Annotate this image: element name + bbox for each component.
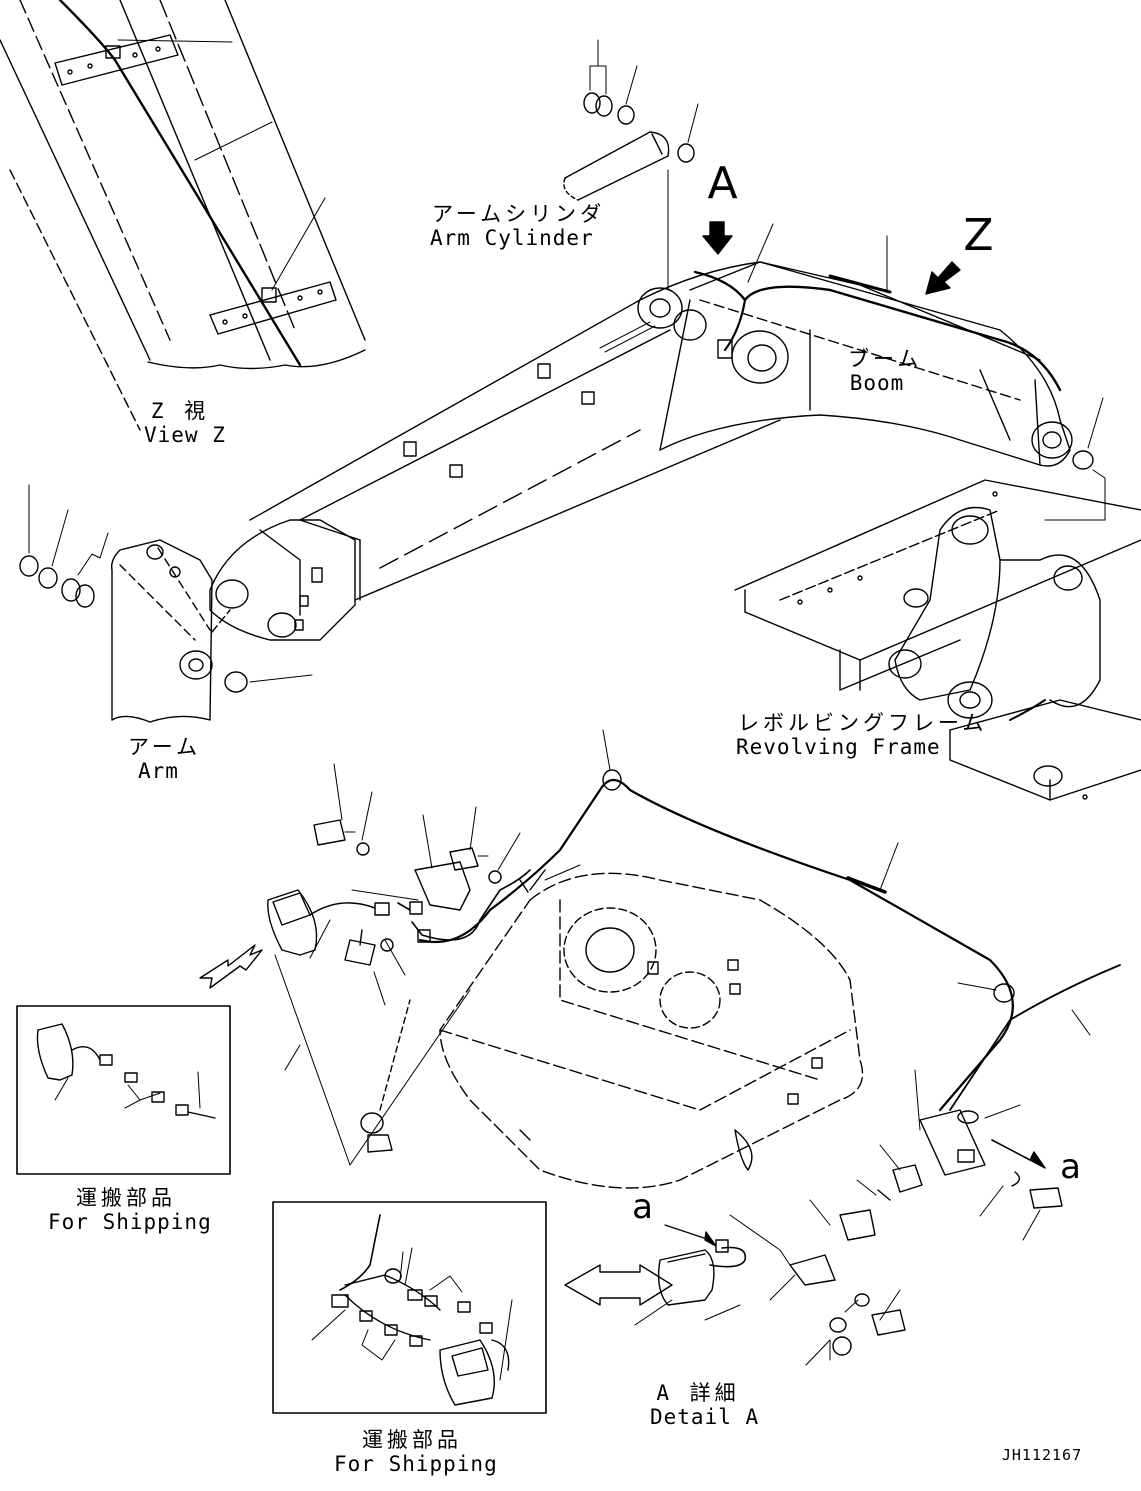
revolving-frame-label-en: Revolving Frame xyxy=(736,735,941,759)
arm-illustration xyxy=(19,484,313,723)
shipping-label-2-en: For Shipping xyxy=(334,1452,498,1476)
detail-a-illustration xyxy=(418,729,1121,1366)
boom-label-ja: ブーム xyxy=(848,347,923,371)
arm-cylinder-label-ja: アームシリンダ xyxy=(432,202,606,226)
shipping-box-1 xyxy=(16,1005,231,1175)
shipping-label-1-en: For Shipping xyxy=(48,1210,212,1234)
boom-illustration xyxy=(209,223,1106,641)
view-arrow-a-label: A xyxy=(707,158,739,209)
view-z-label-ja: Z 視 xyxy=(150,399,210,423)
view-z-label-en: View Z xyxy=(144,423,226,447)
view-arrows xyxy=(702,221,961,295)
shipping-label-2-ja: 運搬部品 xyxy=(362,1428,462,1452)
view-arrow-z-label: Z xyxy=(963,210,995,261)
arm-label-en: Arm xyxy=(138,759,179,783)
ref-a-left-label: a xyxy=(632,1187,654,1227)
left-lamp-illustration xyxy=(199,763,581,1166)
drawing-code: JH112167 xyxy=(1001,1446,1083,1464)
detail-a-label-ja: A 詳細 xyxy=(656,1381,740,1405)
revolving-frame-label-ja: レボルビングフレーム xyxy=(738,711,988,735)
shipping-label-1-ja: 運搬部品 xyxy=(76,1186,176,1210)
arm-cylinder-illustration xyxy=(563,39,699,291)
arm-label-ja: アーム xyxy=(128,735,202,759)
view-z-illustration xyxy=(0,0,366,431)
shipping-box-2 xyxy=(272,1201,547,1414)
arm-cylinder-label-en: Arm Cylinder xyxy=(430,226,594,250)
detail-a-label-en: Detail A xyxy=(650,1405,760,1429)
boom-label-en: Boom xyxy=(849,371,905,395)
ref-a-right-label: a xyxy=(1060,1147,1082,1187)
revolving-frame-illustration xyxy=(734,479,1141,801)
